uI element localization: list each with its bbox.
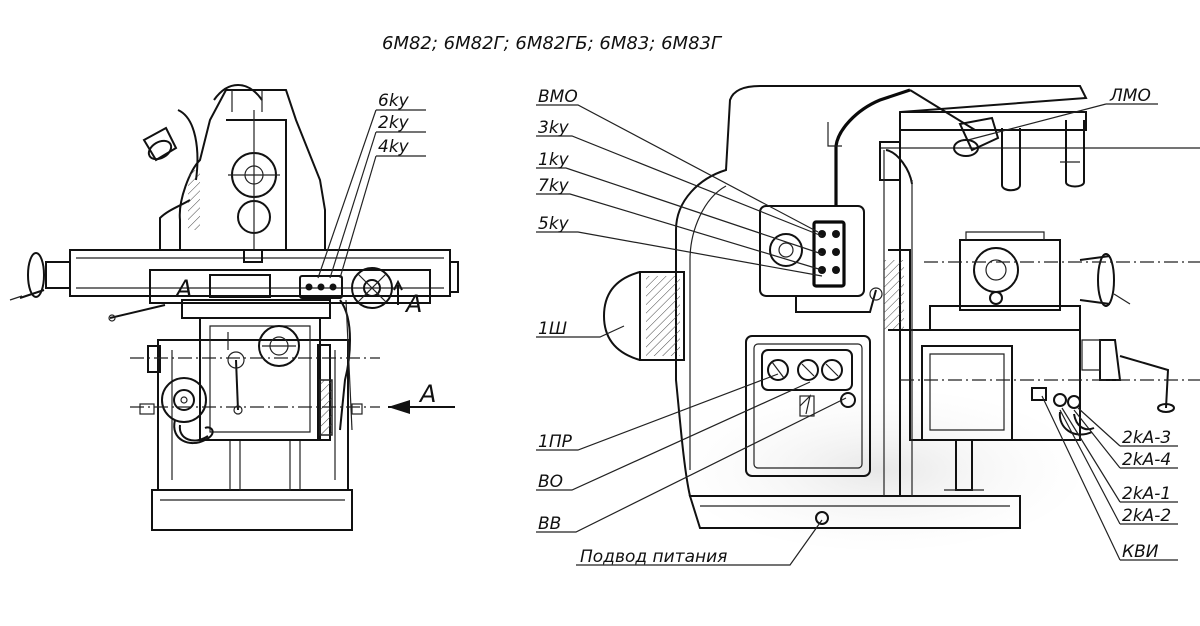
side-view-leaders — [536, 103, 1178, 566]
front-view: А А — [9, 84, 459, 531]
label-lmo: ЛМО — [1109, 86, 1151, 106]
label-6ku: 6kу — [378, 91, 410, 111]
label-5ku: 5kу — [538, 214, 570, 234]
label-2ku: 2kу — [378, 113, 410, 133]
front-view-view-letter: А — [404, 290, 422, 318]
label-vv: ВВ — [538, 514, 561, 534]
section-arrow-letter: А — [418, 380, 436, 408]
label-2ka-4: 2kА-4 — [1122, 450, 1171, 470]
label-4ku: 4kу — [378, 137, 410, 157]
label-1pr: 1ПР — [538, 432, 573, 452]
label-7ku: 7kу — [538, 176, 570, 196]
label-power-supply: Подвод питания — [580, 547, 727, 567]
label-kvi: КВИ — [1122, 542, 1159, 562]
drawing-title: 6М82; 6М82Г; 6М82ГБ; 6М83; 6М83Г — [382, 33, 723, 54]
label-vmo: ВМО — [538, 87, 578, 107]
label-1sh: 1Ш — [538, 319, 567, 339]
label-1ku: 1kу — [538, 150, 570, 170]
side-view — [602, 85, 1200, 550]
label-2ka-2: 2kА-2 — [1122, 506, 1171, 526]
label-2ka-3: 2kА-3 — [1122, 428, 1171, 448]
front-view-section-letter: А — [174, 275, 192, 303]
label-3ku: 3kу — [538, 118, 570, 138]
label-2ka-1: 2kА-1 — [1122, 484, 1171, 504]
label-vo: ВО — [538, 472, 563, 492]
